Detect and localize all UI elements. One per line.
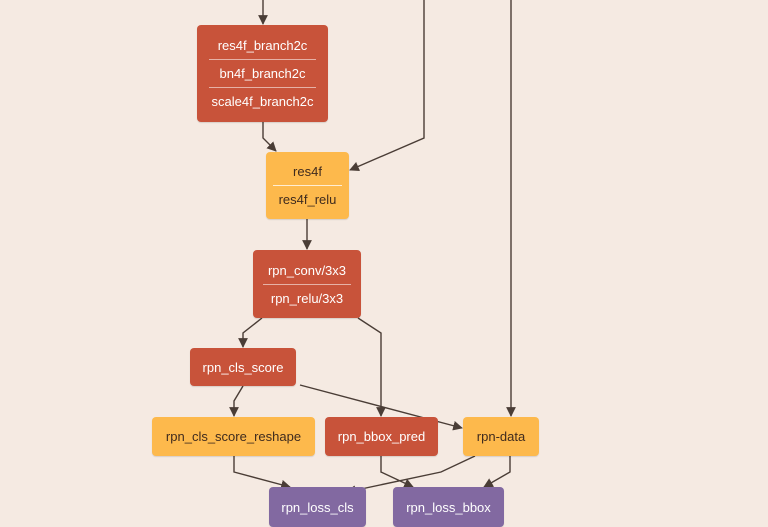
- edge-rpn-bbox-pred-to-rpn-loss-bbox: [380, 456, 414, 488]
- node-label: rpn-data: [476, 429, 526, 444]
- node-rpn-bbox-pred[interactable]: rpn_bbox_pred: [325, 417, 438, 456]
- node-rpn-data[interactable]: rpn-data: [463, 417, 539, 456]
- node-label: bn4f_branch2c: [219, 66, 306, 81]
- edge-reshape-to-rpn-loss-cls: [233, 456, 291, 490]
- node-res4f[interactable]: res4f res4f_relu: [266, 152, 349, 219]
- edge-rpn-cls-score-to-reshape: [229, 385, 244, 417]
- node-divider: [208, 87, 317, 88]
- node-label: rpn_cls_score_reshape: [165, 429, 302, 444]
- node-rpn-loss-cls[interactable]: rpn_loss_cls: [269, 487, 366, 527]
- node-label: res4f_branch2c: [217, 38, 308, 53]
- edge-rpn-data-to-rpn-loss-bbox: [483, 456, 511, 488]
- node-rpn-loss-bbox[interactable]: rpn_loss_bbox: [393, 487, 504, 527]
- node-rpn-cls-score[interactable]: rpn_cls_score: [190, 348, 296, 386]
- node-label: res4f: [293, 164, 322, 179]
- node-label: rpn_cls_score: [202, 359, 284, 375]
- node-res4f-branch2c[interactable]: res4f_branch2c bn4f_branch2c scale4f_bra…: [197, 25, 328, 122]
- node-label: rpn_relu/3x3: [270, 290, 344, 306]
- edge-skip-to-res4f: [349, 0, 425, 171]
- node-label: rpn_conv/3x3: [267, 262, 347, 278]
- node-divider: [262, 283, 352, 285]
- node-rpn-cls-score-reshape[interactable]: rpn_cls_score_reshape: [152, 417, 315, 456]
- node-label: rpn_loss_bbox: [406, 499, 491, 515]
- edge-rpn-conv-to-rpn-bbox-pred: [357, 317, 386, 417]
- node-divider: [273, 185, 342, 186]
- node-label: rpn_loss_cls: [281, 499, 354, 515]
- node-label: scale4f_branch2c: [211, 94, 314, 109]
- node-label: rpn_bbox_pred: [337, 429, 426, 444]
- node-rpn-conv[interactable]: rpn_conv/3x3 rpn_relu/3x3: [253, 250, 361, 318]
- edge-rpn-conv-to-rpn-cls-score: [238, 317, 263, 348]
- edge-res4f-branch2c-to-res4f: [262, 122, 277, 152]
- node-label: res4f_relu: [278, 192, 337, 207]
- edge-rpn-data-to-rpn-loss-cls: [346, 455, 476, 495]
- node-divider: [208, 59, 317, 60]
